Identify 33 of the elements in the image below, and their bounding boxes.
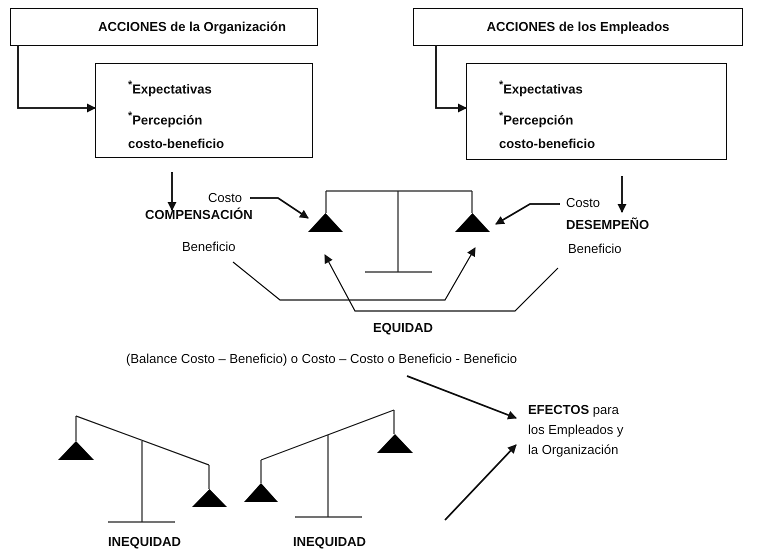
heading-text: ACCIONES de los Empleados — [486, 19, 670, 34]
equation-note: (Balance Costo – Beneficio) o Costo – Costo o Beneficio - Beneficio — [126, 351, 517, 366]
effects-label: EFECTOS para los Empleados y la Organización — [528, 400, 636, 460]
performance-label: DESEMPEÑO — [566, 216, 650, 234]
heading-box — [10, 8, 318, 46]
benefit-label: Beneficio — [568, 240, 622, 258]
scale-pan — [455, 213, 490, 232]
bullet-text: $^{*}$Percepción costo-beneficio — [499, 109, 596, 153]
scale-pan — [308, 213, 343, 232]
arrow — [168, 172, 176, 211]
arrow — [495, 203, 560, 225]
compensation-label: COMPENSACIÓN — [145, 206, 253, 224]
cost-label: Costo — [208, 189, 242, 207]
bullet-text: $^{*}$Percepción costo-beneficio — [128, 109, 226, 153]
arrow — [324, 254, 558, 312]
arrow — [17, 46, 96, 112]
equity-label: EQUIDAD — [373, 319, 433, 337]
bullet-text: $^{*}$Expectativas — [499, 78, 584, 98]
arrow — [250, 197, 309, 219]
arrow — [406, 375, 517, 420]
arrow — [444, 444, 517, 521]
arrow — [435, 46, 467, 112]
cost-label: Costo — [566, 194, 600, 212]
heading-text: ACCIONES de la Organización — [98, 19, 286, 34]
arrow — [618, 176, 626, 213]
inequity-label: INEQUIDAD — [293, 534, 366, 549]
arrow — [232, 247, 476, 301]
benefit-label: Beneficio — [182, 238, 236, 256]
text-box — [466, 63, 727, 160]
inequity-label: INEQUIDAD — [108, 534, 181, 549]
bullet-text: $^{*}$Expectativas — [128, 78, 213, 98]
heading-box — [413, 8, 743, 46]
text-box — [95, 63, 313, 158]
